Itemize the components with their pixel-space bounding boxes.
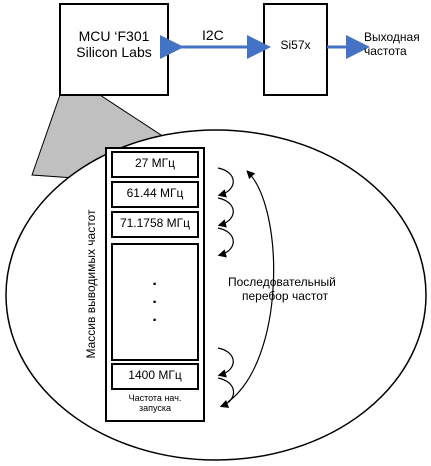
zoom-circle	[5, 129, 427, 461]
cell-label-71mhz: 71.1758 МГц	[119, 216, 191, 230]
step-arrow-4	[217, 347, 234, 378]
ellipsis-dot-2: ·	[152, 294, 158, 311]
step-arrow-5	[217, 377, 235, 408]
start-frequency-cell-label: Частота нач. запуска	[112, 393, 198, 414]
cell-71mhz	[111, 211, 199, 238]
si57x-block	[263, 3, 328, 96]
mcu-label: MCU ‘F301 Silicon Labs	[60, 28, 168, 60]
sweep-label-line1: Последовательный	[228, 275, 336, 289]
cell-27mhz	[111, 151, 199, 178]
step-arrow-1	[217, 167, 234, 198]
cell-label-27mhz: 27 МГц	[134, 156, 176, 170]
mcu-label-line2: Silicon Labs	[76, 44, 152, 61]
sweep-label: Последовательный перебор частот	[228, 275, 336, 304]
cell-61mhz	[111, 181, 199, 208]
array-vertical-label: Массив выводимых частот	[84, 209, 99, 359]
sweep-label-line2: перебор частот	[242, 288, 329, 303]
start-cell-line1: Частота нач.	[128, 393, 182, 403]
cell-ellipsis	[111, 243, 199, 361]
cell-label-1400mhz: 1400 МГц	[128, 368, 182, 382]
output-label-line2: частота	[364, 43, 407, 58]
si57x-label: Si57x	[280, 38, 311, 52]
mcu-label-line1: MCU ‘F301	[78, 28, 150, 44]
i2c-label: I2C	[202, 27, 224, 43]
cell-1400mhz	[111, 363, 199, 390]
output-frequency-label: Выходная частота	[364, 30, 420, 59]
step-arrows	[217, 167, 275, 408]
ellipsis-dot-3: ·	[152, 312, 158, 329]
cell-label-61mhz: 61.44 МГц	[126, 186, 184, 200]
output-label-line1: Выходная	[364, 30, 420, 44]
ellipsis-dot-1: ·	[152, 276, 158, 293]
step-arrow-3	[217, 227, 234, 258]
mcu-block	[59, 3, 169, 96]
sweep-return-arrow	[227, 170, 275, 403]
step-arrow-2	[217, 197, 234, 228]
start-cell-line2: запуска	[138, 403, 172, 414]
